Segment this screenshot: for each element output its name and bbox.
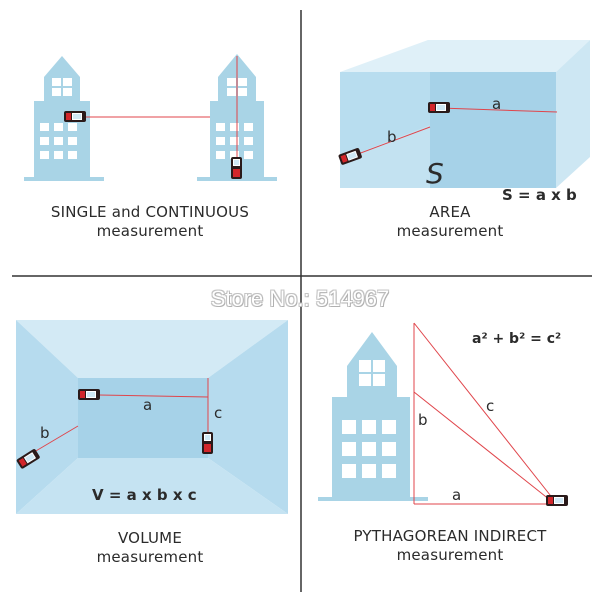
label-b: b (418, 411, 428, 429)
volume-formula: V = a x b x c (92, 486, 197, 504)
laser-beam (98, 394, 209, 398)
laser-meter-icon (546, 495, 568, 506)
window-icon (359, 360, 385, 386)
caption-subtitle: measurement (96, 548, 204, 566)
laser-meter-icon (202, 432, 213, 454)
caption-title: SINGLE and CONTINUOUS (50, 203, 250, 221)
caption-title: AREA (429, 203, 471, 221)
label-c: c (486, 397, 494, 415)
caption-title: VOLUME (117, 529, 182, 547)
caption-volume: VOLUME measurement (0, 529, 300, 567)
caption-title: PYTHAGOREAN INDIRECT (353, 527, 547, 545)
caption-subtitle: measurement (96, 222, 204, 240)
laser-meter-icon (64, 111, 86, 122)
laser-beam (413, 391, 551, 501)
panel-volume: a b c V = a x b x c (16, 320, 288, 514)
laser-meter-icon (231, 157, 242, 179)
label-c: c (214, 404, 222, 422)
caption-single: SINGLE and CONTINUOUS measurement (0, 203, 300, 241)
laser-beam (349, 126, 431, 158)
label-b: b (387, 128, 397, 146)
panel-pythagorean: b c a a² + b² = c² (318, 322, 568, 506)
building-icon (318, 332, 428, 501)
area-symbol: S (426, 157, 444, 190)
panel-single (24, 54, 277, 181)
store-watermark: Store No.: 514967 (210, 286, 390, 311)
panel-area: a b S S = a x b (338, 40, 590, 204)
label-b: b (40, 424, 50, 442)
laser-beam (439, 107, 558, 113)
window-icon (52, 78, 72, 96)
pythagorean-formula: a² + b² = c² (472, 331, 561, 347)
caption-area: AREA measurement (300, 203, 600, 241)
laser-meter-icon (78, 389, 100, 400)
caption-subtitle: measurement (396, 222, 504, 240)
label-a: a (143, 396, 152, 414)
laser-beam (413, 322, 555, 501)
caption-pythagorean: PYTHAGOREAN INDIRECT measurement (300, 527, 600, 565)
laser-meter-icon (428, 102, 450, 113)
label-a: a (452, 486, 461, 504)
label-a: a (492, 95, 501, 113)
caption-subtitle: measurement (396, 546, 504, 564)
area-formula: S = a x b (502, 186, 577, 204)
